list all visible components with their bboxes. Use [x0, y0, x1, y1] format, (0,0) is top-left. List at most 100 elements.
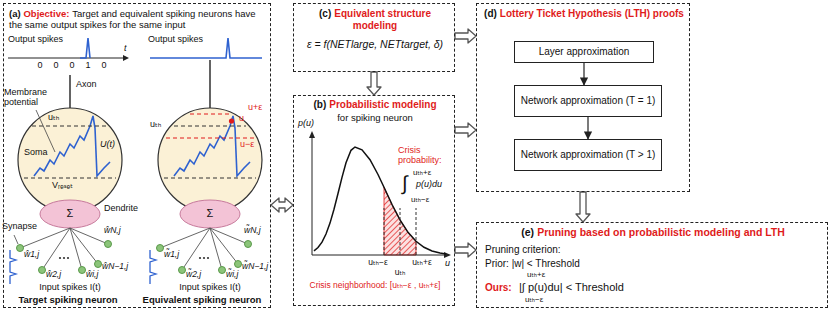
weight-label: ŵ1,j [24, 250, 39, 259]
panel-letter: (a) [9, 8, 21, 19]
text-group: (e)Pruning based on probabilistic modeli… [480, 226, 826, 239]
text-group: (c)Equivalent structure modeling [297, 8, 453, 32]
arrow-connector [587, 117, 588, 139]
membrane-curve [174, 116, 250, 176]
axis-arrowhead [444, 252, 451, 258]
text-group: ε = f(NETlarge, NETtarget, δ) [297, 38, 453, 51]
x-axis [312, 255, 445, 256]
tick-label: uₜₕ [395, 268, 406, 277]
weight-label: ŵN,j [104, 226, 121, 235]
ellipsis-dot [59, 257, 61, 259]
weight-label: w̃N−1,j [242, 262, 268, 271]
neuron-caption: Equivalent spiking neuron [143, 295, 262, 305]
tick-line [384, 208, 385, 255]
criterion-heading: Pruning criterion: [485, 244, 561, 255]
synapse-dot [105, 241, 112, 248]
text-group: Layer approximation [535, 46, 634, 58]
text-group: (b)Probabilistic modeling [297, 99, 453, 111]
weight-label: ŵi,j [86, 270, 98, 279]
process-box: Network approximation (T > 1) [514, 139, 662, 171]
process-box: Layer approximation [514, 41, 654, 63]
panel-subheading: for spiking neuron [337, 112, 413, 123]
text-group: Pruning criterion: [485, 244, 785, 256]
axis-label: Output spikes [148, 35, 203, 45]
panel-heading: Lottery Ticket Hypothesis (LTH) proofs [500, 8, 684, 19]
weight-label: w̃2,j [186, 270, 201, 279]
panel-letter: (e) [521, 226, 534, 238]
synapse-dot [235, 261, 242, 268]
output-spike [80, 38, 90, 58]
formula: ε = f(NETlarge, NETtarget, δ) [307, 38, 443, 50]
equivalent-neuron-extras [150, 38, 262, 108]
input-label: Input spikes I(t) [39, 283, 101, 293]
spike-bit: 0 [53, 61, 58, 71]
box-label: Layer approximation [539, 46, 630, 57]
weight-label: w̃i,j [226, 270, 238, 279]
spike-bit: 0 [37, 61, 42, 71]
synapse-dot [157, 245, 164, 252]
dendrite [40, 200, 100, 228]
reset-label: Vᵣₑₛₑₜ [52, 181, 73, 191]
input-spike-train [150, 250, 156, 284]
block-arrow [576, 192, 590, 222]
part-label: Axon [76, 80, 97, 90]
block-arrow [271, 198, 293, 212]
curve-label: U(t) [100, 140, 115, 150]
panel-heading: Probabilistic modeling [329, 99, 436, 110]
panel: (c)Equivalent structure modeling ε = f(NE… [293, 3, 455, 72]
criterion-formula: |∫ p(u)du| < Threshold [519, 281, 624, 293]
synapse-dot [17, 245, 24, 252]
threshold-label: uₜₕ [150, 120, 161, 130]
tick-label: uₜₕ+ε [412, 258, 431, 267]
synapse-dot [79, 267, 86, 274]
soma [18, 108, 122, 212]
block-arrow [455, 243, 476, 257]
input-label: Input spikes I(t) [179, 283, 241, 293]
reset-line [164, 178, 256, 179]
ellipsis-dot [67, 257, 69, 259]
upper-bound-line [190, 114, 230, 115]
threshold-line [174, 126, 246, 127]
membrane-curve [34, 116, 110, 176]
lower-bound-line [166, 138, 254, 139]
weight-label: w̃N,j [244, 226, 261, 235]
soma [158, 108, 262, 212]
tick-line [400, 208, 401, 255]
y-axis [312, 137, 313, 255]
integral-bound: uₜₕ−ε [525, 296, 543, 305]
potential-label: u [239, 114, 244, 124]
box-label: Network approximation (T = 1) [521, 95, 656, 106]
synapse-wires [160, 228, 248, 270]
ellipsis-dot [207, 257, 209, 259]
integral-sign: ∫ [402, 172, 407, 194]
axon [69, 75, 70, 108]
ellipsis-dot [63, 257, 65, 259]
sum-symbol: Σ [207, 207, 214, 219]
synapse-dot [219, 267, 226, 274]
reset-line [24, 178, 116, 179]
target-neuron [10, 108, 122, 284]
spike-bit: 0 [101, 61, 106, 71]
ellipsis-dot [203, 257, 205, 259]
part-label: Synapse [2, 222, 37, 232]
synapse-dot [245, 241, 252, 248]
crisis-probability-label: Crisis probability: [398, 146, 454, 166]
text-group: |∫ p(u)du| < Threshold [519, 281, 769, 294]
synapse-dot [179, 267, 186, 274]
panel-letter: (c) [319, 8, 331, 19]
input-spike-train [10, 250, 16, 284]
crisis-neighborhood-label: Crisis neighborhood: [uₜₕ−ε , uₜₕ+ε] [297, 281, 453, 290]
equivalent-neuron [150, 108, 262, 284]
threshold-label: uₜₕ [48, 113, 59, 123]
block-arrow [455, 123, 476, 137]
tick-line [416, 208, 417, 255]
panel: Layer approximationNetwork approximation… [476, 3, 690, 192]
weight-label: w̃1,j [164, 250, 179, 259]
block-arrow [455, 29, 476, 43]
panel-letter: (d) [484, 8, 497, 19]
part-label: Soma [24, 148, 48, 158]
tick-label: uₜₕ−ε [368, 258, 387, 267]
text-group: (a)Objective:Target and equivalent spiki… [9, 8, 267, 31]
spike-bit: 0 [69, 61, 74, 71]
